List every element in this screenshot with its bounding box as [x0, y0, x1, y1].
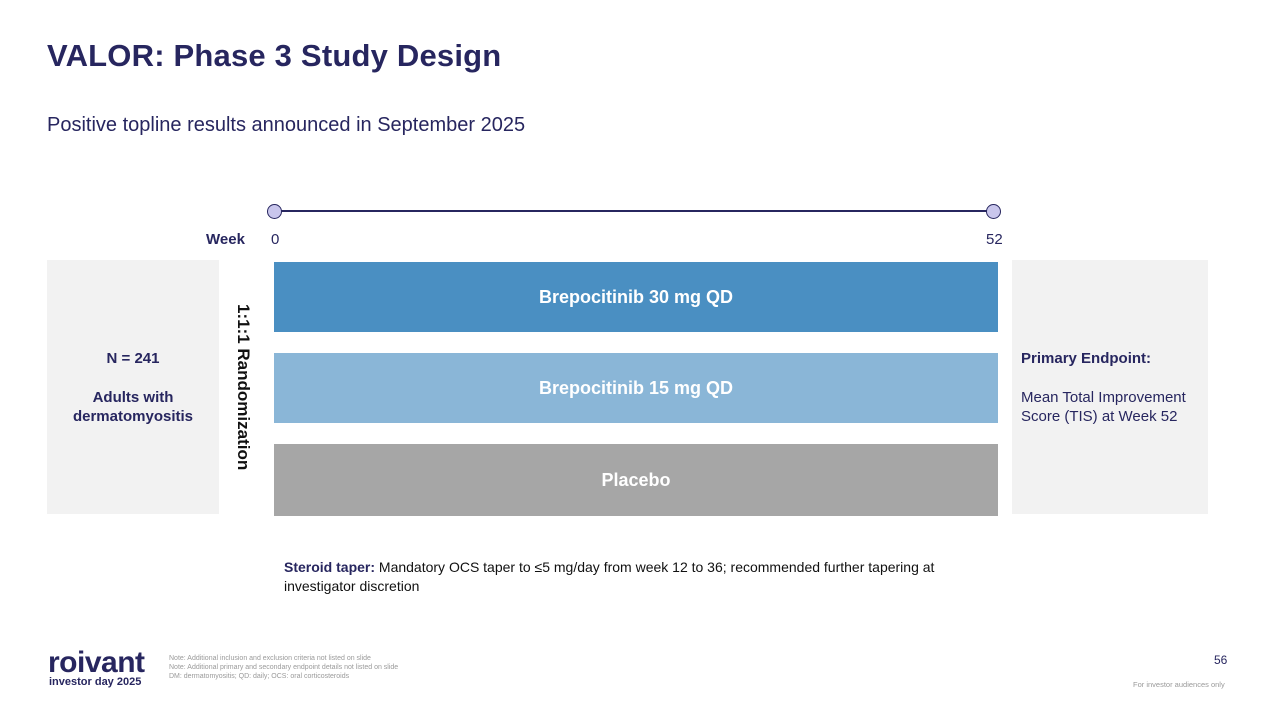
randomization-label-wrap: 1:1:1 Randomization [228, 260, 258, 514]
slide-subtitle: Positive topline results announced in Se… [47, 114, 526, 136]
timeline-end-label: 52 [986, 231, 1003, 248]
audience-disclaimer: For investor audiences only [1133, 680, 1225, 689]
endpoint-text: Mean Total Improvement Score (TIS) at We… [1021, 389, 1186, 425]
population-box [47, 260, 219, 514]
population-size: N = 241 [106, 350, 160, 367]
arm-brepocitinib-15mg: Brepocitinib 15 mg QD [274, 353, 998, 423]
logo-subtitle: investor day 2025 [49, 676, 142, 688]
timeline-start-marker [267, 204, 282, 219]
timeline-start-label: 0 [271, 231, 280, 248]
population-description: Adults with dermatomyositis [72, 389, 194, 425]
endpoint-heading: Primary Endpoint: [1021, 350, 1152, 367]
roivant-logo: roivant [48, 646, 145, 679]
timeline-week-label: Week [206, 231, 245, 248]
footnotes: Note: Additional inclusion and exclusion… [169, 654, 398, 681]
endpoint-box [1012, 260, 1208, 514]
timeline-end-marker [986, 204, 1001, 219]
arm-placebo: Placebo [274, 444, 998, 516]
footnote: DM: dermatomyositis; QD: daily; OCS: ora… [169, 673, 350, 680]
steroid-taper-label: Steroid taper: [284, 559, 376, 575]
randomization-label: 1:1:1 Randomization [234, 303, 253, 471]
slide-title: VALOR: Phase 3 Study Design [47, 38, 502, 73]
arm-brepocitinib-30mg: Brepocitinib 30 mg QD [274, 262, 998, 332]
steroid-taper-note: Steroid taper: Mandatory OCS taper to ≤5… [284, 558, 984, 596]
page-number: 56 [1214, 653, 1228, 667]
footnote: Note: Additional primary and secondary e… [169, 664, 399, 671]
timeline-line [274, 210, 994, 212]
footnote: Note: Additional inclusion and exclusion… [169, 655, 371, 662]
steroid-taper-text: Mandatory OCS taper to ≤5 mg/day from we… [284, 559, 935, 594]
